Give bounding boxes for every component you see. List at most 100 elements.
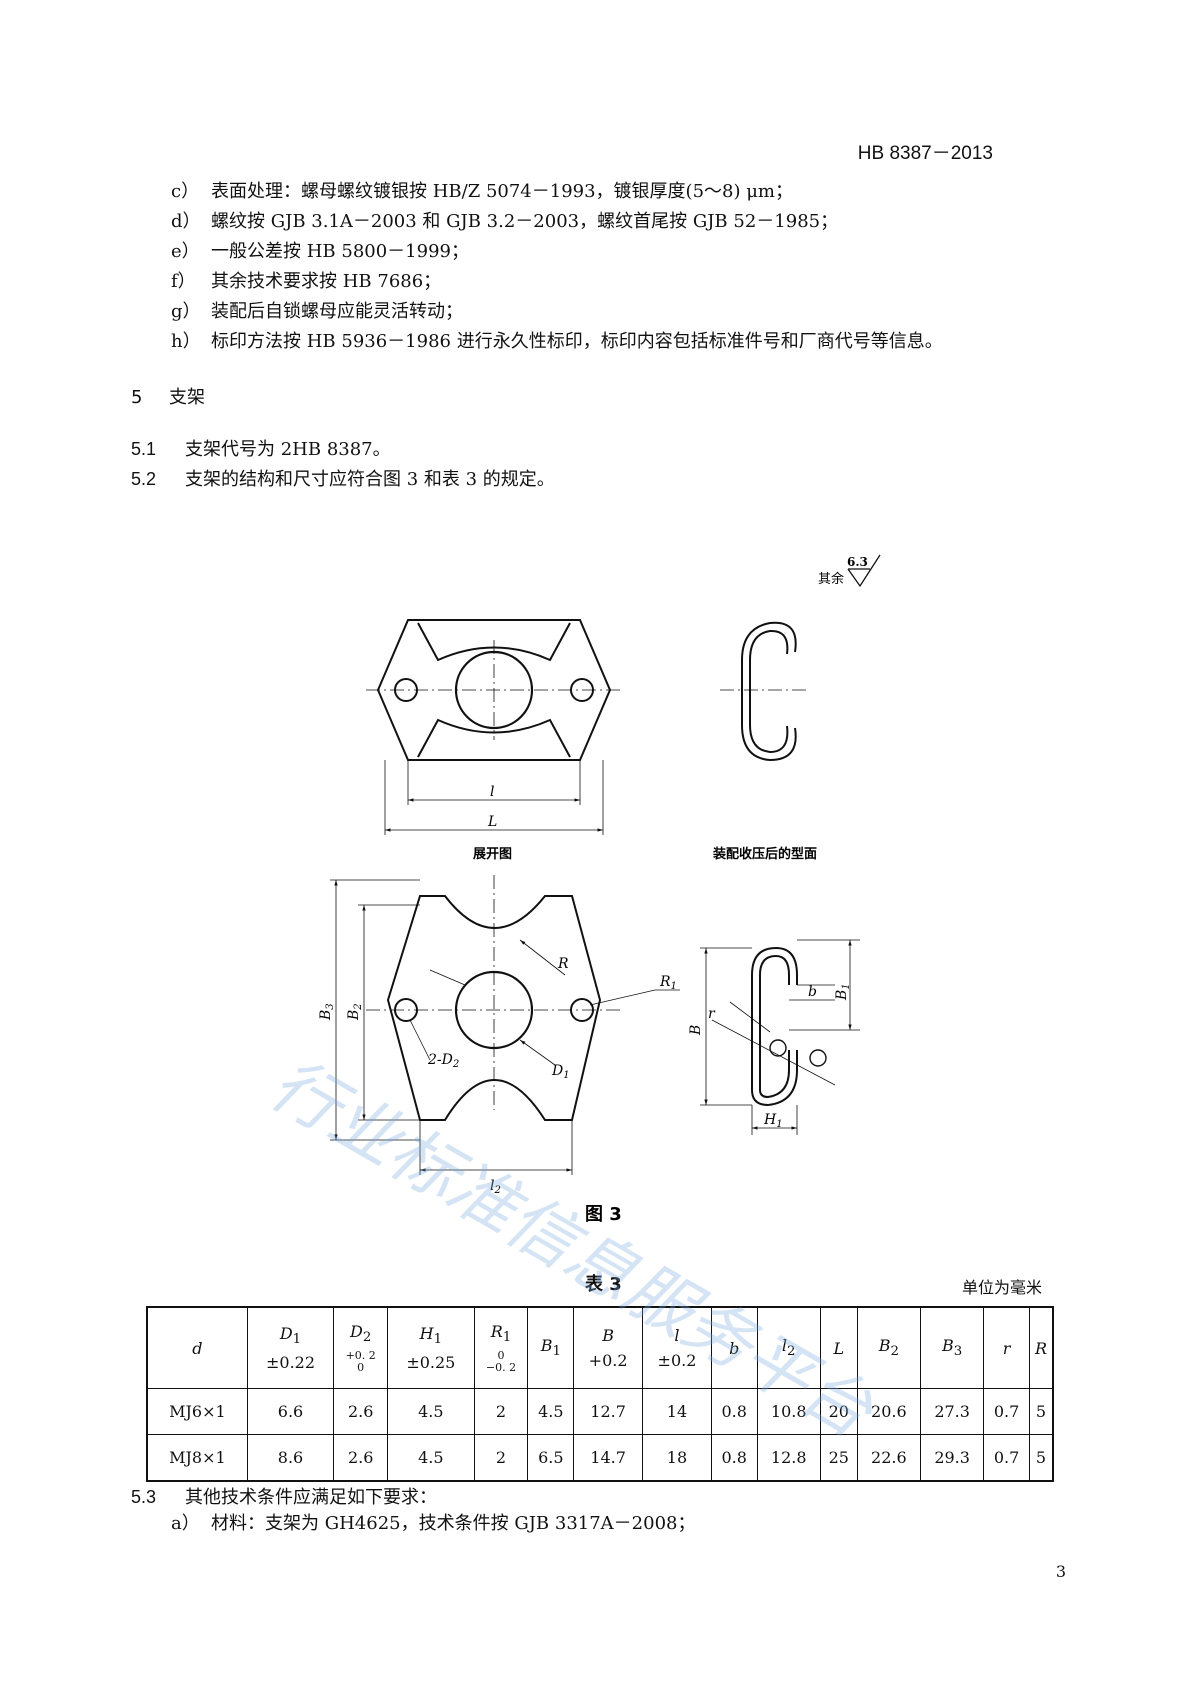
table-cell: 2 [473,1434,529,1482]
dim-L: L [487,814,497,830]
clause-5-2: 5.2 支架的结构和尺寸应符合图 3 和表 3 的规定。 [131,465,555,491]
header-cell: d [146,1306,248,1389]
table-cell: 22.6 [856,1434,922,1482]
table-cell: MJ8×1 [146,1434,248,1482]
table-cell: 20.6 [856,1388,922,1435]
dim-H1: H1 [763,1112,783,1130]
header-cell: b [710,1306,758,1389]
table-cell: 14.7 [573,1434,644,1482]
table-cell: 0.8 [710,1388,758,1435]
table-cell: 29.3 [919,1434,985,1482]
roughness-symbol: 其余 6.3 [818,554,881,588]
page-number: 3 [1055,1562,1066,1581]
roughness-value: 6.3 [847,555,868,569]
table-cell: 8.6 [246,1434,335,1482]
section-number: 5 [131,387,143,408]
dim-R1: R1 [659,974,677,992]
dim-D1: D1 [551,1063,570,1081]
item-label: g） [171,301,201,322]
list-item: a） 材料：支架为 GH4625，技术条件按 GJB 3317A－2008； [171,1513,696,1535]
clause-number: 5.1 [131,439,157,459]
item-text: 螺纹按 GJB 3.1A－2003 和 GJB 3.2－2003，螺纹首尾按 G… [211,211,839,232]
figure-caption: 图 3 [585,1204,622,1225]
item-label: e） [171,241,200,262]
list-item: h）标印方法按 HB 5936－1986 进行永久性标印，标印内容包括标准件号和… [171,331,943,353]
header-cell: B1 [527,1306,575,1389]
header-cell: R [1028,1306,1054,1389]
section-heading: 5 支架 [131,383,205,409]
table-cell: 10.8 [756,1388,821,1435]
item-text: 其余技术要求按 HB 7686； [211,271,442,292]
list-item: g） 装配后自锁螺母应能灵活转动； [171,301,463,323]
table-cell: 12.7 [573,1388,644,1435]
header-cell: l±0.2 [642,1306,712,1389]
label-unfolded: 展开图 [473,847,512,862]
standard-number: HB 8387－2013 [857,143,993,164]
dim-b: b [808,984,817,1000]
table-cell: 5 [1028,1434,1054,1482]
list-item: f） 其余技术要求按 HB 7686； [171,271,441,293]
dim-R: R [557,956,569,972]
table-cell: 12.8 [756,1434,821,1482]
bracket-assembled-section [751,946,827,1107]
table-cell: 20 [819,1388,858,1435]
clause-number: 5.2 [131,469,157,489]
item-text: 表面处理：螺母螺纹镀银按 HB/Z 5074－1993，镀银厚度(5～8) μm… [211,181,793,202]
table-cell: 18 [642,1434,712,1482]
table-cell: 14 [642,1388,712,1435]
table-cell: 0.7 [983,1388,1030,1435]
table-row: MJ8×1 8.6 2.6 4.5 2 6.5 14.7 18 0.8 12.8… [146,1434,1054,1482]
header-cell: D1±0.22 [246,1306,335,1389]
label-assembled: 装配收压后的型面 [712,846,817,862]
item-label: a） [171,1513,200,1534]
list-item: d） 螺纹按 GJB 3.1A－2003 和 GJB 3.2－2003，螺纹首尾按… [171,211,838,233]
table-cell: 2 [473,1388,529,1435]
bracket-side-view [741,621,797,762]
table-cell: 4.5 [387,1434,475,1482]
clause-number: 5.3 [131,1487,157,1507]
item-text: 装配后自锁螺母应能灵活转动； [211,301,463,322]
table-cell: 0.7 [983,1434,1030,1482]
clause-5-1: 5.1 支架代号为 2HB 8387。 [131,435,391,461]
table-cell: 2.6 [333,1388,389,1435]
header-cell: r [983,1306,1030,1389]
clause-text: 支架的结构和尺寸应符合图 3 和表 3 的规定。 [185,469,555,490]
table-cell: 27.3 [919,1388,985,1435]
item-label: d） [171,211,201,232]
clause-text: 支架代号为 2HB 8387。 [185,439,391,460]
table-cell: 5 [1028,1388,1054,1435]
table-cell: MJ6×1 [146,1388,248,1435]
figure-3: 其余 6.3 l L 展开图 装配收压后的型面 [318,554,881,1225]
clause-5-3: 5.3 其他技术条件应满足如下要求： [131,1483,437,1509]
header-cell: H1±0.25 [387,1306,475,1389]
dim-B: B [688,1025,704,1036]
list-item: e） 一般公差按 HB 5800－1999； [171,241,469,263]
item-text: 材料：支架为 GH4625，技术条件按 GJB 3317A－2008； [211,1513,696,1534]
table-cell: 0.8 [710,1434,758,1482]
clause-text: 其他技术条件应满足如下要求： [185,1487,437,1508]
dim-B3: B3 [318,1003,336,1021]
section-title: 支架 [169,387,205,408]
table-unit: 单位为毫米 [961,1278,1042,1297]
table-caption: 表 3 [585,1274,622,1295]
dim-B1: B1 [834,983,852,1001]
dim-l: l [490,784,494,800]
table-cell: 4.5 [387,1388,475,1435]
table-cell: 6.6 [246,1388,335,1435]
table-row: MJ6×1 6.6 2.6 4.5 2 4.5 12.7 14 0.8 10.8… [146,1388,1054,1435]
item-text: 一般公差按 HB 5800－1999； [211,241,469,262]
item-label: c） [171,181,200,202]
header-cell: B3 [919,1306,985,1389]
dim-D2: 2-D2 [427,1052,459,1070]
roughness-prefix: 其余 [818,571,844,587]
table-cell: 4.5 [527,1388,575,1435]
header-cell: B+0.2 [573,1306,644,1389]
list-item: c） 表面处理：螺母螺纹镀银按 HB/Z 5074－1993，镀银厚度(5～8) … [171,181,793,203]
dim-l2: l2 [490,1178,501,1196]
table-cell: 2.6 [333,1434,389,1482]
item-label: f） [171,271,196,292]
